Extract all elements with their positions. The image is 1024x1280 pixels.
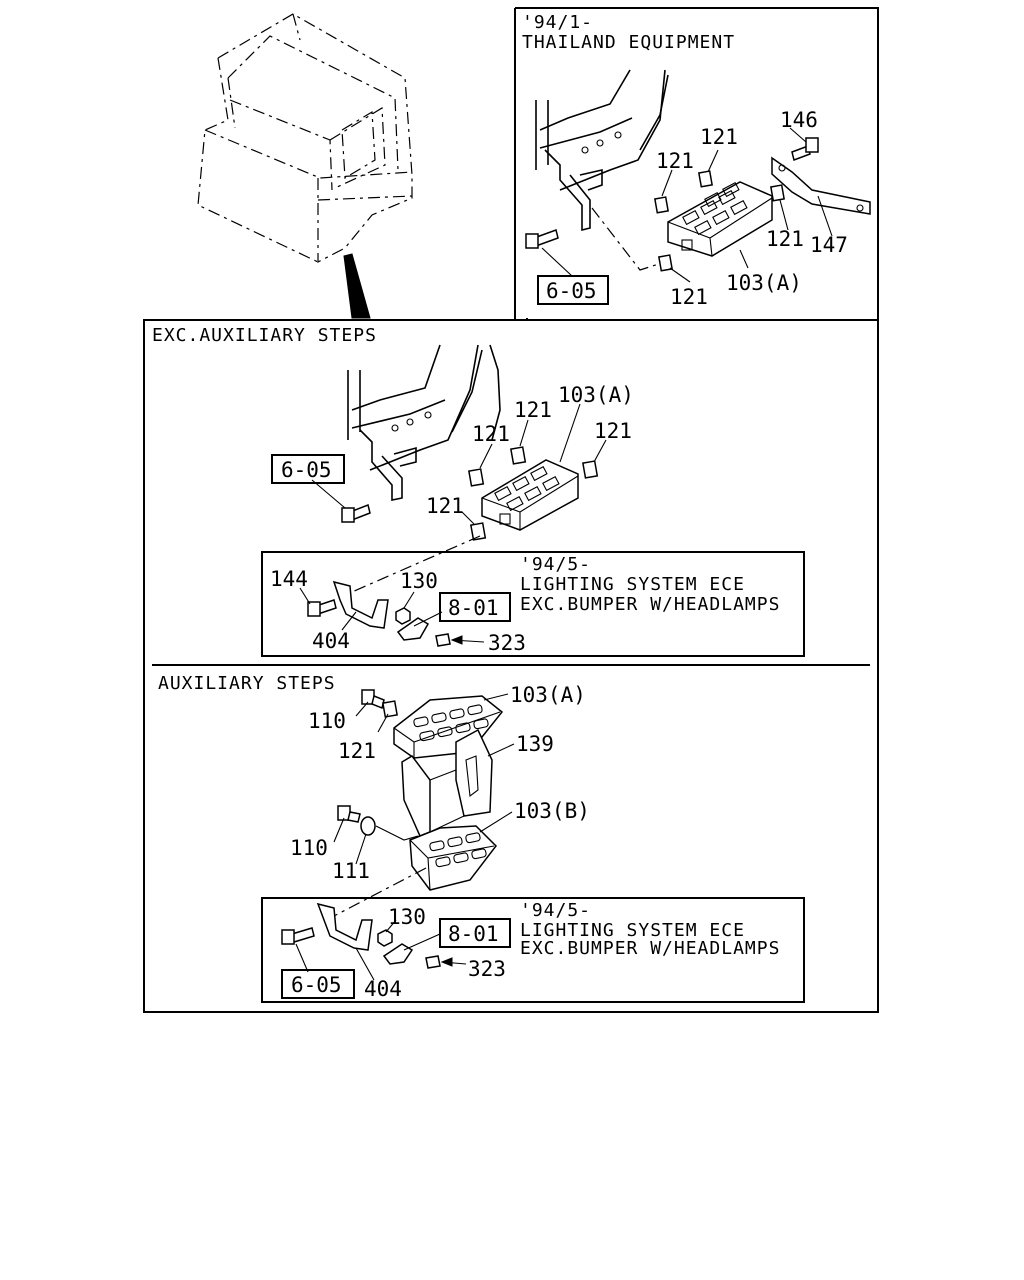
ref-6-05: 6-05 bbox=[281, 458, 332, 482]
ref-8-01: 8-01 bbox=[448, 922, 499, 946]
ref-box-6-05 bbox=[281, 969, 355, 999]
truck-cab-illustration bbox=[197, 13, 413, 319]
label-139: 139 bbox=[516, 732, 554, 756]
exc-auxiliary-steps-section: EXC.AUXILIARY STEPS bbox=[152, 325, 634, 593]
lighting1-line3: EXC.BUMPER W/HEADLAMPS bbox=[520, 594, 780, 615]
washer-121 bbox=[582, 460, 599, 479]
label-121-top: 121 bbox=[700, 125, 738, 149]
lighting1-date: '94/5- bbox=[520, 554, 591, 575]
main-frame bbox=[143, 319, 879, 1013]
label-404: 404 bbox=[312, 629, 350, 653]
label-121-bottom: 121 bbox=[670, 285, 708, 309]
bracket-404 bbox=[332, 580, 389, 629]
ref-box-8-01 bbox=[439, 918, 511, 948]
label-404: 404 bbox=[364, 977, 402, 1001]
label-121-mid: 121 bbox=[514, 398, 552, 422]
step-103a bbox=[481, 459, 579, 531]
ref-8-01: 8-01 bbox=[448, 596, 499, 620]
label-121-bottom: 121 bbox=[426, 494, 464, 518]
bracket-139 bbox=[401, 755, 431, 837]
lighting2-line3: EXC.BUMPER W/HEADLAMPS bbox=[520, 938, 780, 959]
lighting-system-section-2: '94/5- LIGHTING SYSTEM ECE EXC.BUMPER W/… bbox=[261, 897, 805, 1003]
washer-121 bbox=[382, 700, 398, 718]
label-121-right: 121 bbox=[766, 227, 804, 251]
exc-aux-title: EXC.AUXILIARY STEPS bbox=[152, 325, 377, 346]
label-111: 111 bbox=[332, 859, 370, 883]
label-130: 130 bbox=[400, 569, 438, 593]
auxiliary-steps-section: AUXILIARY STEPS bbox=[158, 673, 590, 917]
step-103a bbox=[667, 181, 773, 257]
thailand-date: '94/1- bbox=[522, 12, 593, 33]
label-110-bottom: 110 bbox=[290, 836, 328, 860]
ref-box-6-05 bbox=[271, 454, 345, 484]
washer-121 bbox=[510, 446, 527, 465]
washer-121 bbox=[470, 522, 487, 541]
thailand-title: THAILAND EQUIPMENT bbox=[522, 32, 735, 53]
ref-box-8-01 bbox=[439, 592, 511, 622]
washer-121 bbox=[468, 468, 485, 487]
label-121-right: 121 bbox=[594, 419, 632, 443]
aux-title: AUXILIARY STEPS bbox=[158, 673, 336, 694]
label-147: 147 bbox=[810, 233, 848, 257]
lighting1-line2: LIGHTING SYSTEM ECE bbox=[520, 574, 745, 595]
ref-6-05: 6-05 bbox=[291, 973, 342, 997]
label-130: 130 bbox=[388, 905, 426, 929]
pointer-arrow bbox=[343, 253, 371, 319]
lighting-system-section-1: '94/5- LIGHTING SYSTEM ECE EXC.BUMPER W/… bbox=[261, 551, 805, 657]
label-121: 121 bbox=[338, 739, 376, 763]
lighting2-date: '94/5- bbox=[520, 900, 591, 921]
label-144: 144 bbox=[270, 567, 308, 591]
label-110-top: 110 bbox=[308, 709, 346, 733]
label-121-left: 121 bbox=[656, 149, 694, 173]
ref-box-6-05 bbox=[537, 275, 609, 305]
label-323: 323 bbox=[488, 631, 526, 655]
label-121-left: 121 bbox=[472, 422, 510, 446]
step-103b bbox=[409, 825, 497, 891]
lighting2-line2: LIGHTING SYSTEM ECE bbox=[520, 920, 745, 941]
label-146: 146 bbox=[780, 108, 818, 132]
label-103a: 103(A) bbox=[558, 383, 634, 407]
label-103b: 103(B) bbox=[514, 799, 590, 823]
label-103a: 103(A) bbox=[510, 683, 586, 707]
ref-6-05: 6-05 bbox=[546, 279, 597, 303]
washer-111 bbox=[360, 816, 376, 836]
thailand-equipment-section: '94/1- THAILAND EQUIPMENT bbox=[514, 7, 879, 321]
label-103a: 103(A) bbox=[726, 271, 802, 295]
bracket-404 bbox=[316, 902, 373, 951]
label-323: 323 bbox=[468, 957, 506, 981]
